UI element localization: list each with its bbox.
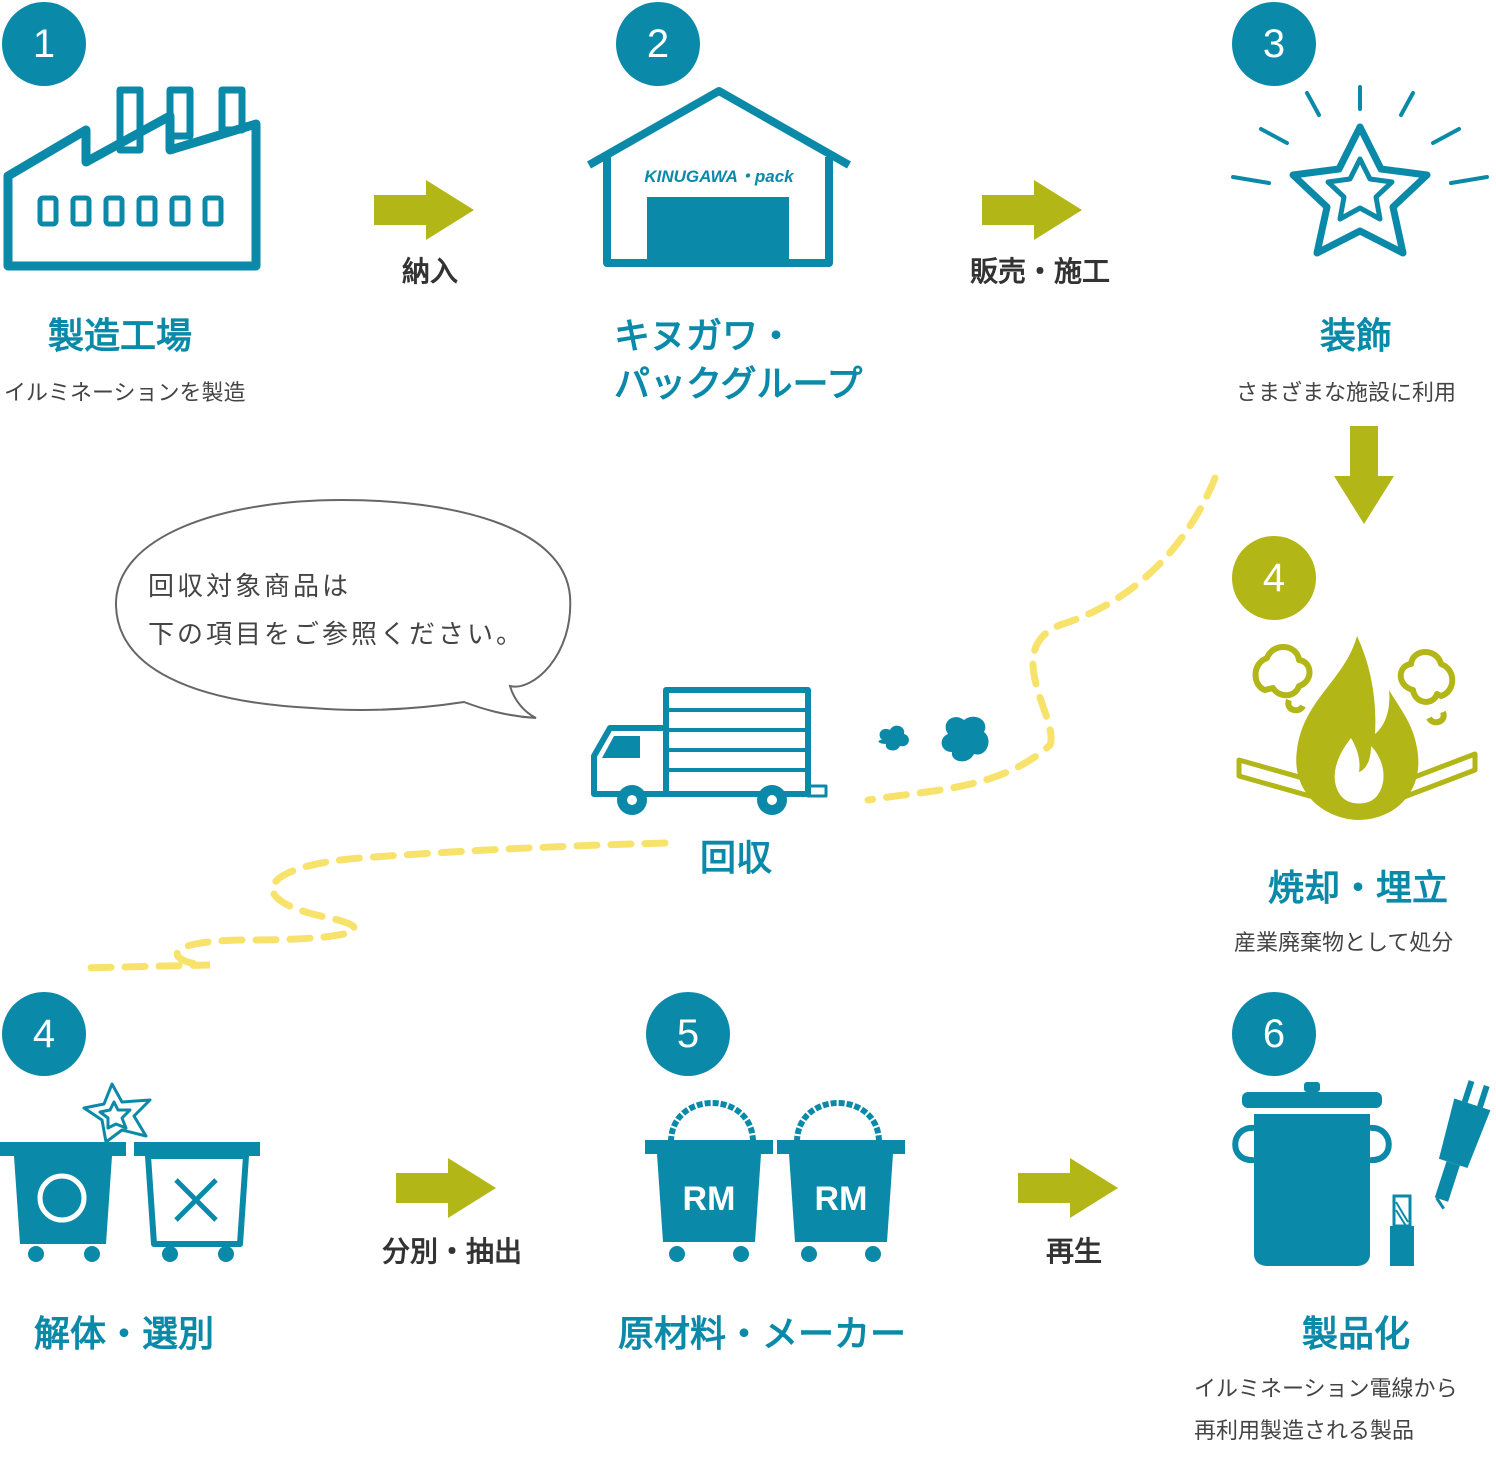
step-1-number-badge: 1: [2, 2, 86, 86]
arrow-5-label: 再生: [1045, 1235, 1102, 1268]
step-5-number-badge: 5: [646, 992, 730, 1076]
arrow-right-icon: [374, 180, 474, 240]
step-4-incineration-title: 焼却・埋立: [1268, 868, 1449, 909]
step-1-subtitle: イルミネーションを製造: [4, 381, 246, 406]
arrow-2-label: 販売・施工: [969, 255, 1110, 288]
step-4-sorting-title: 解体・選別: [34, 1314, 215, 1355]
fire-icon: [1236, 636, 1478, 820]
step-4-sorting-number-badge: 4: [2, 992, 86, 1076]
arrow-right-icon: [396, 1158, 496, 1218]
sparkling-star-icon: [1231, 85, 1489, 257]
factory-icon: [3, 86, 261, 271]
exhaust-cloud-icon: [878, 716, 989, 762]
rm-label-right: RM: [815, 1180, 868, 1218]
step-2-title-line2: パックグループ: [614, 364, 863, 405]
warehouse-logo-text: KINUGAWA・pack: [644, 167, 795, 186]
step-4-incineration-subtitle: 産業廃棄物として処分: [1234, 931, 1454, 956]
speech-bubble-line2: 下の項目をご参照ください。: [148, 620, 526, 650]
speech-bubble: [114, 498, 572, 719]
step-4-incineration-number-badge: 4: [1232, 536, 1316, 620]
warehouse-icon: KINUGAWA・pack: [587, 87, 851, 267]
step-2-title-line1: キヌガワ・: [614, 316, 795, 357]
step-6-subtitle-line1: イルミネーション電線から: [1194, 1377, 1458, 1402]
truck-icon: [591, 687, 828, 815]
step-6-title: 製品化: [1302, 1314, 1411, 1355]
step-6-subtitle-line2: 再利用製造される製品: [1194, 1419, 1415, 1444]
sorting-bins-icon: [0, 1082, 260, 1262]
step-3-title: 装飾: [1320, 316, 1393, 357]
recycled-products-icon: [1232, 1080, 1491, 1266]
step-3-subtitle: さまざまな施設に利用: [1236, 381, 1457, 406]
arrow-4-label: 分別・抽出: [381, 1235, 522, 1268]
arrow-right-icon: [1018, 1158, 1118, 1218]
step-1-title: 製造工場: [48, 316, 193, 357]
arrow-right-icon: [982, 180, 1082, 240]
collection-label: 回収: [700, 838, 773, 879]
rm-label-left: RM: [683, 1180, 736, 1218]
step-6-number-badge: 6: [1232, 992, 1316, 1076]
arrow-1-label: 納入: [401, 255, 458, 288]
raw-material-bins-icon: RM RM: [645, 1100, 905, 1262]
step-2-number-badge: 2: [616, 2, 700, 86]
speech-bubble-line1: 回収対象商品は: [148, 572, 352, 602]
arrow-down-icon: [1334, 426, 1394, 524]
step-5-title: 原材料・メーカー: [618, 1314, 907, 1355]
step-3-number-badge: 3: [1232, 2, 1316, 86]
